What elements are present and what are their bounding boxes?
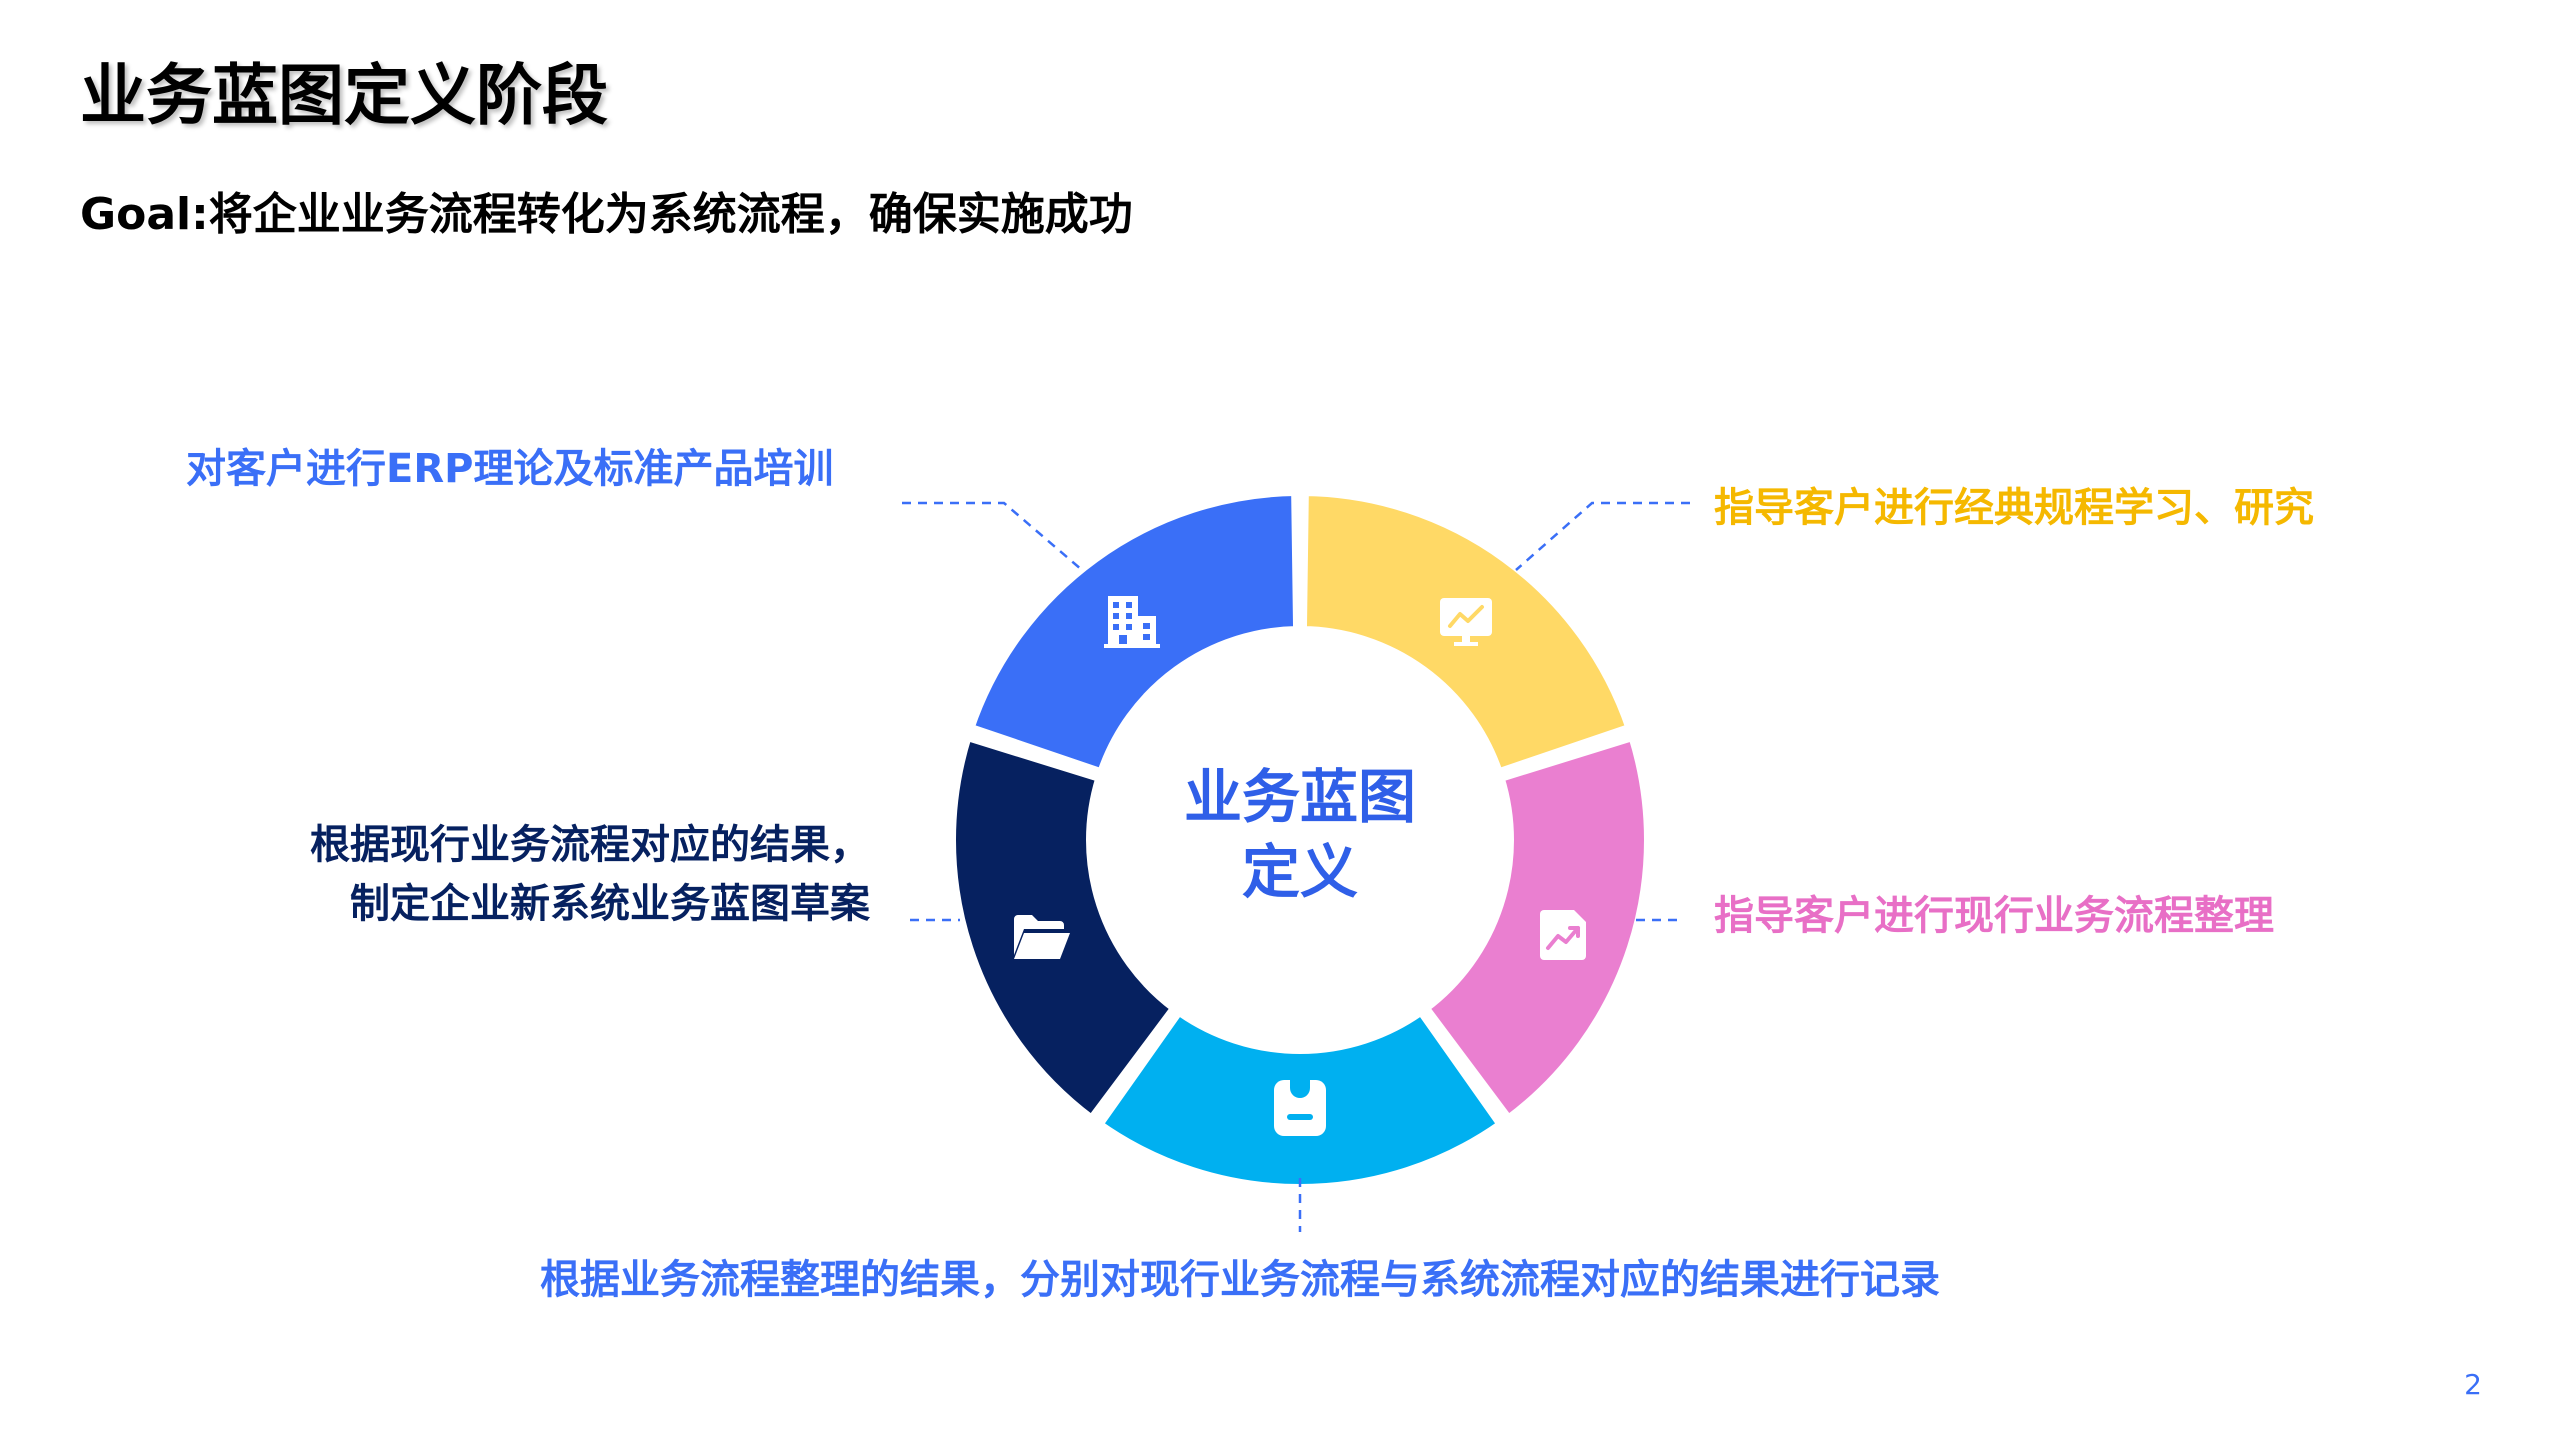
page-number: 2 (2464, 1368, 2482, 1401)
label-blueprint-draft: 根据现行业务流程对应的结果， 制定企业新系统业务蓝图草案 (310, 816, 870, 934)
building-icon (1104, 596, 1160, 648)
segment-process-sorting (1420, 732, 1652, 1125)
center-title: 业务蓝图 定义 (1080, 760, 1520, 911)
label-recording: 根据业务流程整理的结果，分别对现行业务流程与系统流程对应的结果进行记录 (540, 1257, 1940, 1303)
trend-chart-icon (1540, 910, 1586, 960)
folder-icon (1014, 915, 1070, 959)
label-blueprint-draft-line1: 根据现行业务流程对应的结果， (310, 822, 870, 868)
label-training: 对客户进行ERP理论及标准产品培训 (186, 446, 834, 492)
label-process-sorting: 指导客户进行现行业务流程整理 (1714, 893, 2274, 939)
page-title: 业务蓝图定义阶段 (80, 57, 608, 134)
center-title-line2: 定义 (1241, 838, 1358, 907)
center-title-line1: 业务蓝图 (1183, 763, 1416, 831)
label-study: 指导客户进行经典规程学习、研究 (1714, 485, 2314, 531)
label-blueprint-draft-line2: 制定企业新系统业务蓝图草案 (350, 881, 870, 928)
goal-text: Goal:将企业业务流程转化为系统流程，确保实施成功 (80, 189, 1133, 240)
clipboard-icon (1274, 1080, 1326, 1136)
monitor-chart-icon (1440, 598, 1492, 646)
connector-study (1515, 501, 1690, 571)
connector-training (902, 501, 1083, 571)
